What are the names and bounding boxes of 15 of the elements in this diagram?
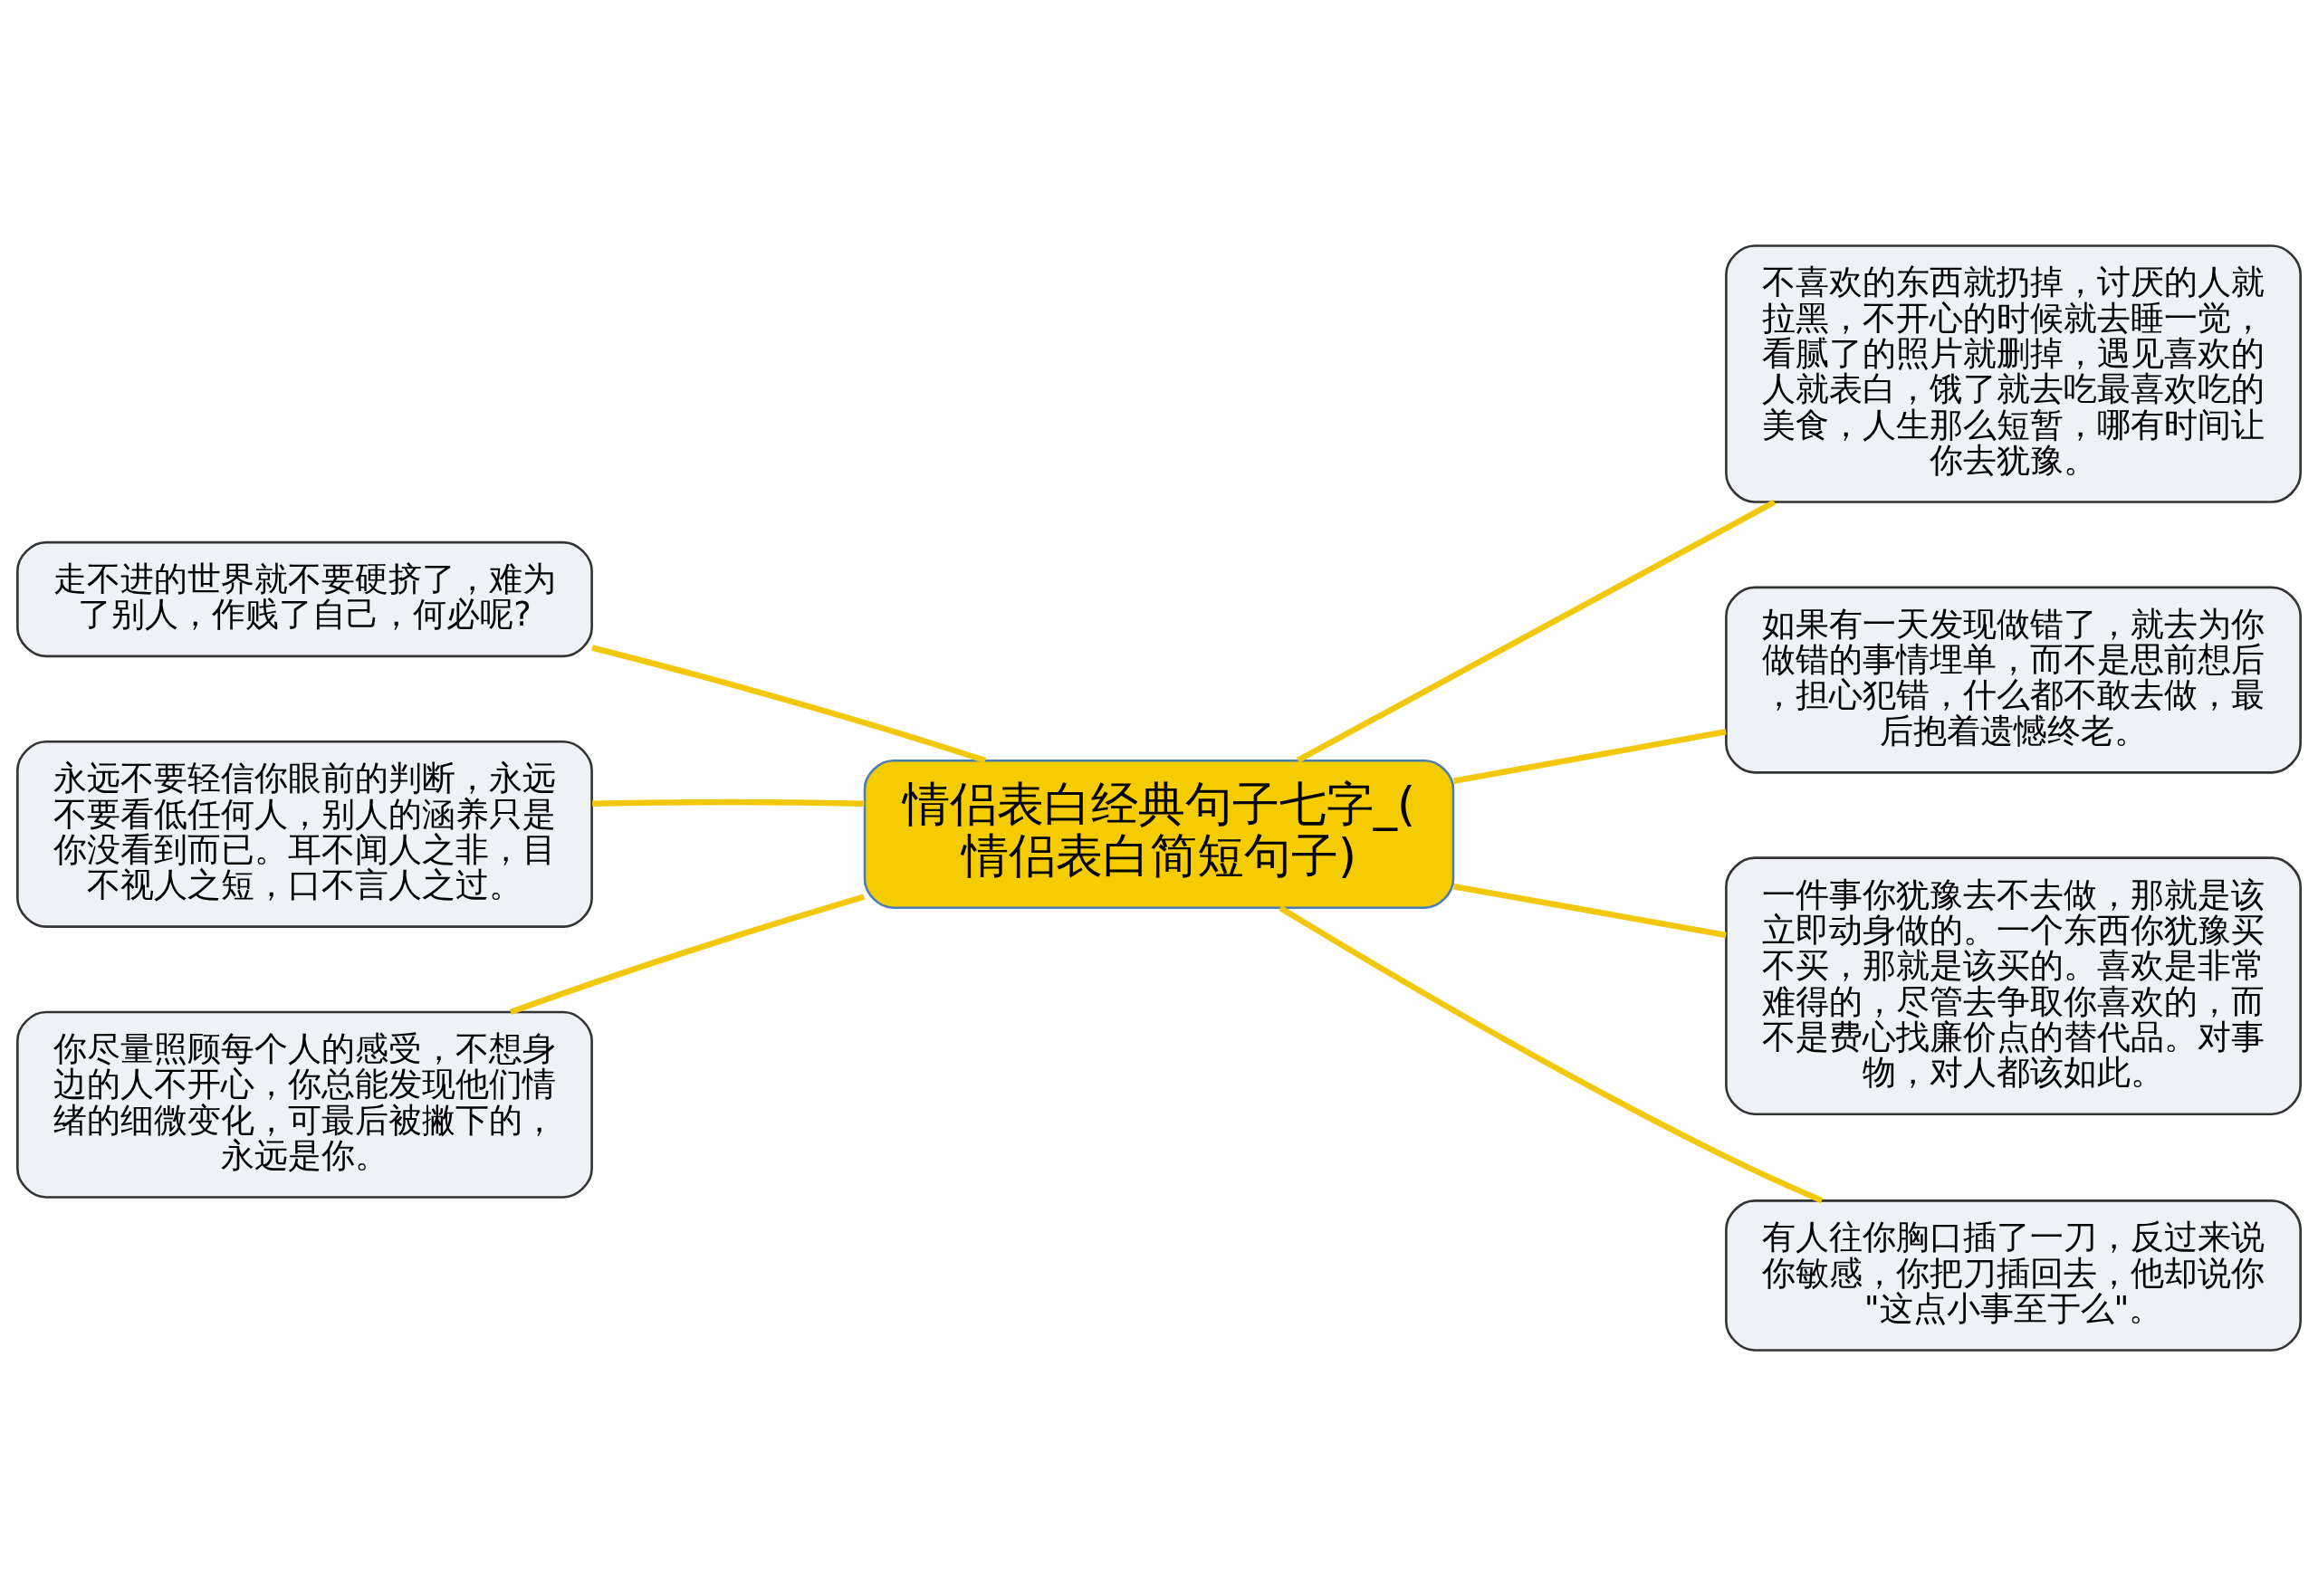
- node-box: 有人往你胸口插了一刀，反过来说你敏感，你把刀插回去，他却说你"这点小事至于么"。: [1725, 1199, 2302, 1352]
- connector: [592, 798, 865, 808]
- node-box: 一件事你犹豫去不去做，那就是该立即动身做的。一个东西你犹豫买不买，那就是该买的。喜欢是非常难得的，尽管去争取你喜欢的，而不是费心找廉价点的替代品。对事物，对人都该如此。: [1725, 856, 2302, 1116]
- node-box: 如果有一天发现做错了，就去为你做错的事情埋单，而不是思前想后，担心犯错，什么都不敢去做，最后抱着遗憾终老。: [1725, 586, 2302, 774]
- connector: [1452, 729, 1727, 785]
- node-box: 永远不要轻信你眼前的判断，永远不要看低任何人，别人的涵养只是你没看到而已。耳不闻人之非，目不视人之短，口不言人之过。: [16, 740, 593, 928]
- connector: [1279, 905, 1824, 1204]
- connector: [1452, 884, 1727, 939]
- connector: [591, 645, 987, 764]
- node-box: 情侣表白经典句子七字_(情侣表白简短句子): [863, 759, 1455, 910]
- node-box: 不喜欢的东西就扔掉，讨厌的人就拉黑，不开心的时候就去睡一觉，看腻了的照片就删掉，遇见喜欢的人就表白，饿了就去吃最喜欢吃的美食，人生那么短暂，哪有时间让你去犹豫。: [1725, 244, 2302, 503]
- connector: [1296, 499, 1777, 763]
- node-box: 你尽量照顾每个人的感受，不想身边的人不开心，你总能发现他们情绪的细微变化，可最后被撇下的，永远是你。: [16, 1010, 593, 1199]
- node-box: 走不进的世界就不要硬挤了，难为了别人，作贱了自己，何必呢?: [16, 540, 593, 658]
- connector: [509, 894, 866, 1016]
